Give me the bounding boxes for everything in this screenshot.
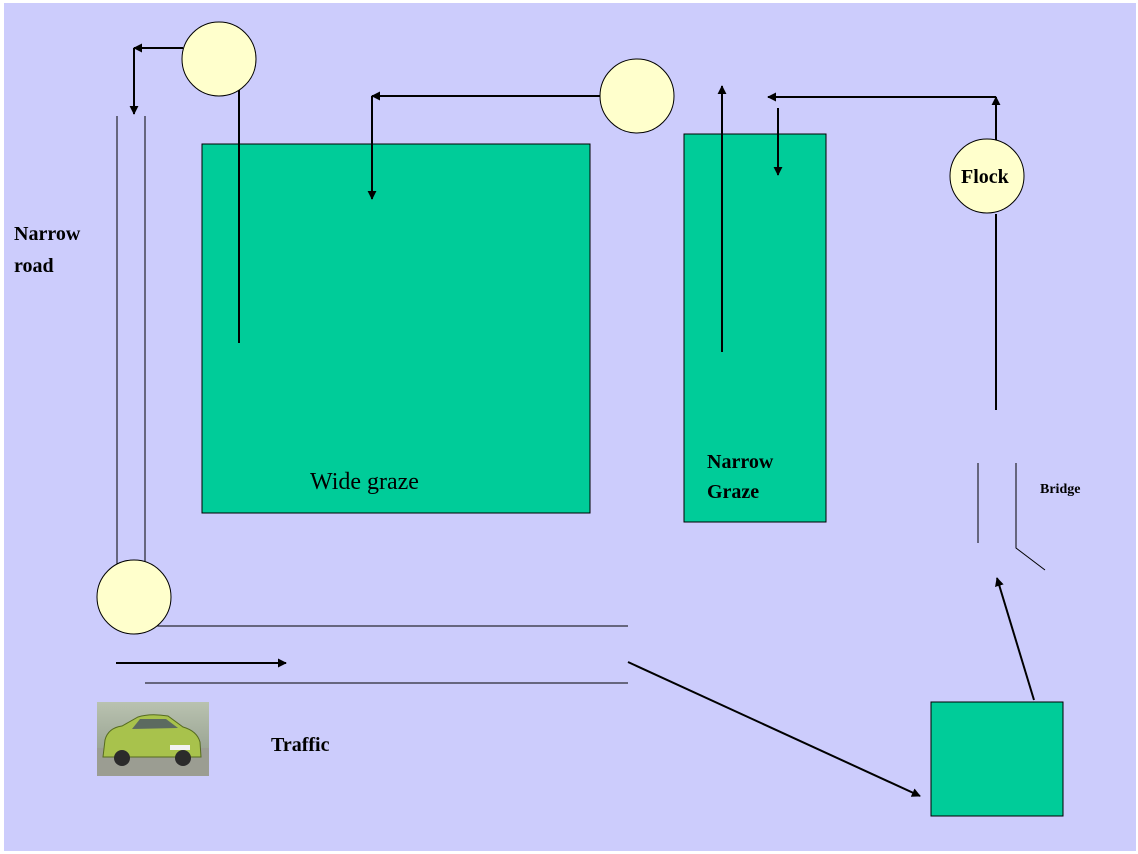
bridge-rail-right <box>1015 463 1046 571</box>
narrow-graze-label-line1: Narrow <box>707 451 774 473</box>
flock-node-top-left <box>181 21 257 97</box>
narrow-graze-label-line2: Graze <box>707 481 759 503</box>
wide-graze-label: Wide graze <box>310 469 419 495</box>
flock-label: Flock <box>961 166 1010 188</box>
bridge-label: Bridge <box>1040 482 1080 497</box>
narrow-road-label-line1: Narrow <box>14 223 81 245</box>
car-photo <box>97 702 209 776</box>
narrow-road-label-line2: road <box>14 255 54 277</box>
flock-node-top-middle <box>599 58 675 134</box>
wide-graze-field <box>201 143 591 514</box>
flock-node-bottom-left <box>96 559 172 635</box>
traffic-label: Traffic <box>271 734 330 756</box>
flock-node <box>949 138 1025 214</box>
narrow-graze-field <box>683 133 827 523</box>
route-to-bridge-arrow <box>995 577 1035 701</box>
route-to-destination-arrow <box>627 661 921 797</box>
destination-field <box>930 701 1064 817</box>
